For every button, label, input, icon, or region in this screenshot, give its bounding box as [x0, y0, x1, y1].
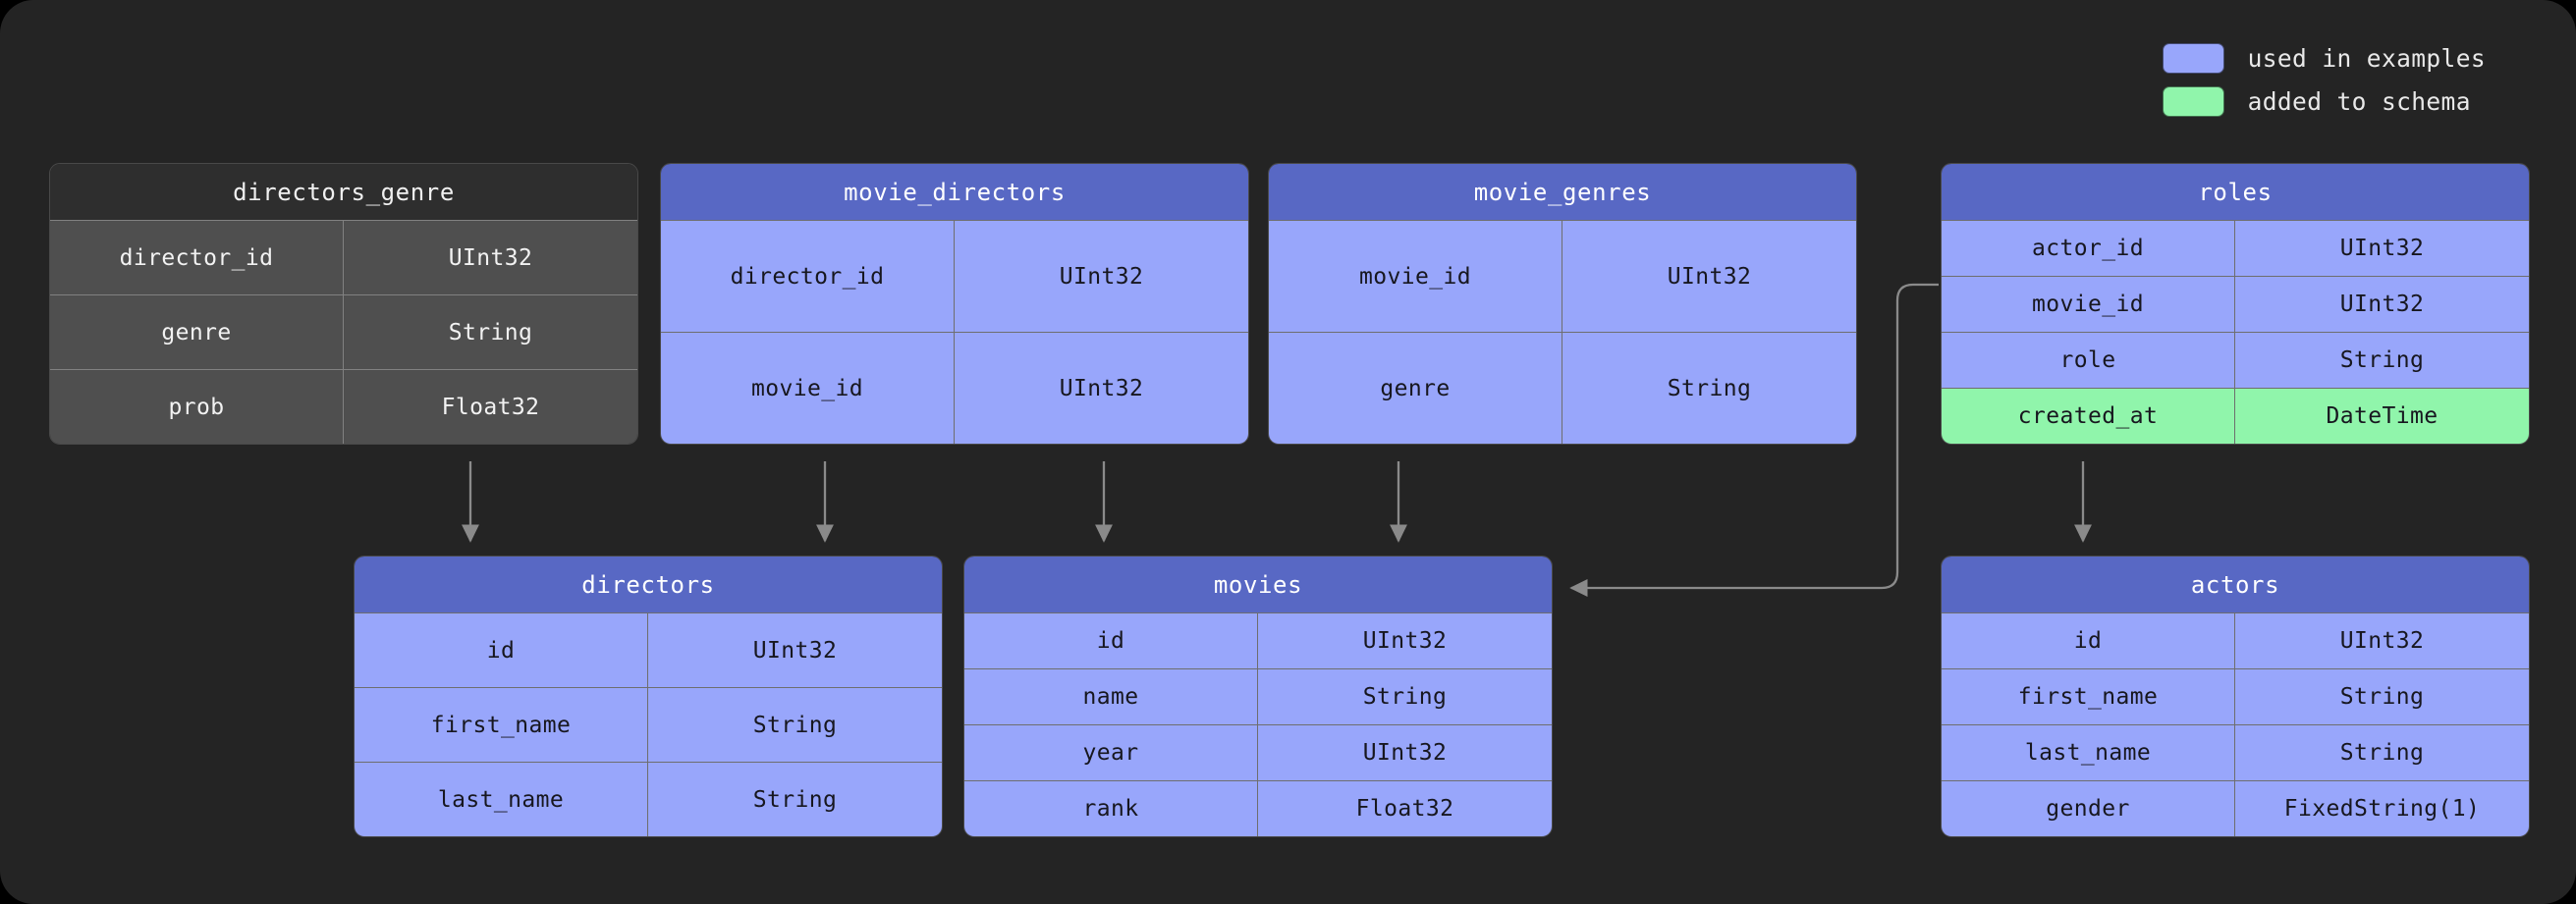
- column-name: director_id: [50, 221, 344, 294]
- column-name: first_name: [355, 688, 648, 762]
- column-name: genre: [1269, 333, 1562, 444]
- table-row[interactable]: rank Float32: [964, 780, 1552, 836]
- legend: used in examples added to schema: [2162, 43, 2486, 117]
- column-name: first_name: [1942, 669, 2235, 724]
- column-type: UInt32: [1059, 263, 1144, 290]
- legend-label-used-in-examples: used in examples: [2247, 44, 2486, 73]
- table-row[interactable]: created_at DateTime: [1942, 388, 2529, 444]
- column-name: last_name: [355, 763, 648, 836]
- column-type: Float32: [441, 394, 540, 420]
- column-name: role: [1942, 333, 2235, 388]
- column-name: gender: [1942, 781, 2235, 836]
- table-title-directors: directors: [355, 557, 942, 612]
- column-name: director_id: [661, 221, 955, 332]
- column-type: UInt32: [2339, 236, 2425, 261]
- column-type: String: [1362, 684, 1448, 710]
- table-row[interactable]: genre String: [1269, 332, 1856, 444]
- table-title-movies: movies: [964, 557, 1552, 612]
- table-title-movie_genres: movie_genres: [1269, 164, 1856, 220]
- column-name: movie_id: [1942, 277, 2235, 332]
- column-name: movie_id: [1269, 221, 1562, 332]
- column-name: genre: [50, 295, 344, 369]
- column-type: UInt32: [448, 244, 533, 271]
- table-title-directors_genre: directors_genre: [50, 164, 637, 220]
- legend-item-added-to-schema: added to schema: [2162, 86, 2471, 117]
- column-name: movie_id: [661, 333, 955, 444]
- column-name: actor_id: [1942, 221, 2235, 276]
- column-name: id: [964, 613, 1258, 668]
- column-type: String: [752, 712, 838, 738]
- table-row[interactable]: gender FixedString(1): [1942, 780, 2529, 836]
- column-type: String: [2339, 684, 2425, 710]
- column-type: UInt32: [1362, 628, 1448, 654]
- table-row[interactable]: year UInt32: [964, 724, 1552, 780]
- table-row[interactable]: last_name String: [355, 762, 942, 836]
- column-type: String: [752, 786, 838, 813]
- column-name: name: [964, 669, 1258, 724]
- column-type: UInt32: [2339, 292, 2425, 317]
- column-name: year: [964, 725, 1258, 780]
- column-type: UInt32: [2339, 628, 2425, 654]
- table-row[interactable]: movie_id UInt32: [1942, 276, 2529, 332]
- table-title-roles: roles: [1942, 164, 2529, 220]
- table-row[interactable]: id UInt32: [355, 612, 942, 687]
- table-row[interactable]: id UInt32: [1942, 612, 2529, 668]
- column-type: UInt32: [1059, 375, 1144, 401]
- table-title-movie_directors: movie_directors: [661, 164, 1248, 220]
- column-type: String: [2339, 347, 2425, 373]
- column-type: DateTime: [2326, 403, 2439, 429]
- table-row[interactable]: last_name String: [1942, 724, 2529, 780]
- table-row[interactable]: director_id UInt32: [50, 220, 637, 294]
- used-in-examples-swatch: [2162, 43, 2224, 74]
- column-name: id: [1942, 613, 2235, 668]
- table-row[interactable]: director_id UInt32: [661, 220, 1248, 332]
- table-row[interactable]: movie_id UInt32: [661, 332, 1248, 444]
- table-row[interactable]: movie_id UInt32: [1269, 220, 1856, 332]
- legend-item-used-in-examples: used in examples: [2162, 43, 2486, 74]
- table-row[interactable]: role String: [1942, 332, 2529, 388]
- column-type: String: [1667, 375, 1752, 401]
- table-row[interactable]: first_name String: [1942, 668, 2529, 724]
- table-row[interactable]: prob Float32: [50, 369, 637, 444]
- table-row[interactable]: actor_id UInt32: [1942, 220, 2529, 276]
- column-type: FixedString(1): [2283, 796, 2481, 822]
- table-row[interactable]: first_name String: [355, 687, 942, 762]
- legend-label-added-to-schema: added to schema: [2247, 87, 2471, 116]
- column-type: UInt32: [1362, 740, 1448, 766]
- column-name: prob: [50, 370, 344, 444]
- column-name: created_at: [1942, 389, 2235, 444]
- table-title-actors: actors: [1942, 557, 2529, 612]
- column-name: id: [355, 613, 648, 687]
- column-type: String: [448, 319, 533, 346]
- column-type: Float32: [1355, 796, 1454, 822]
- column-type: UInt32: [1667, 263, 1752, 290]
- column-name: last_name: [1942, 725, 2235, 780]
- added-to-schema-swatch: [2162, 86, 2224, 117]
- column-type: UInt32: [752, 637, 838, 664]
- column-type: String: [2339, 740, 2425, 766]
- table-row[interactable]: name String: [964, 668, 1552, 724]
- column-name: rank: [964, 781, 1258, 836]
- table-row[interactable]: genre String: [50, 294, 637, 369]
- table-row[interactable]: id UInt32: [964, 612, 1552, 668]
